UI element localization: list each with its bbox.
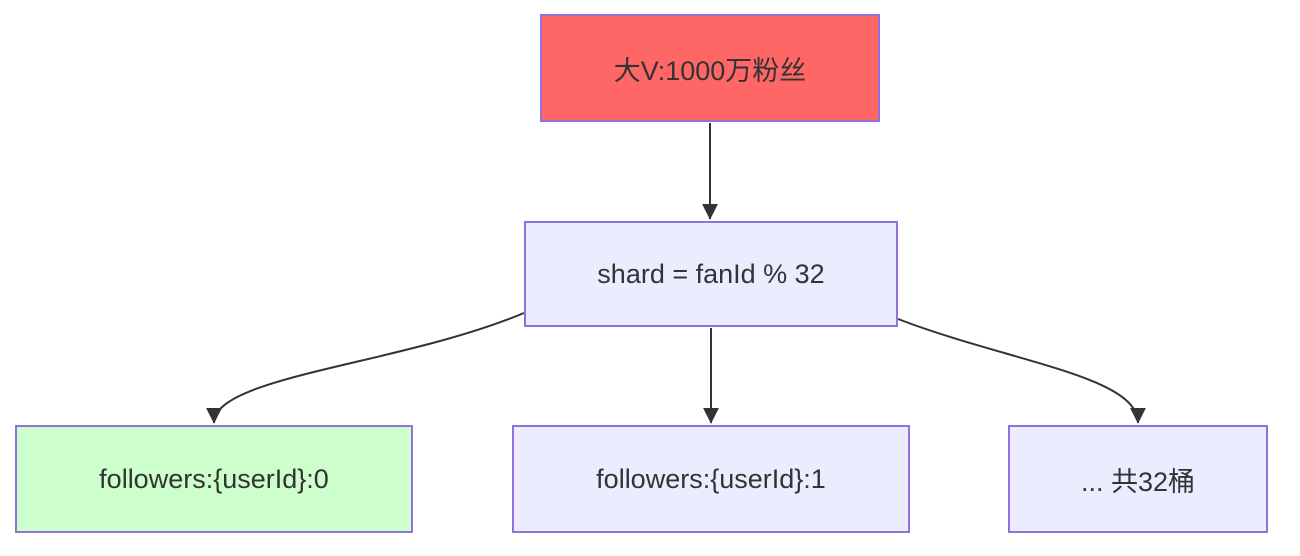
node-bucket1: followers:{userId}:1: [512, 425, 910, 533]
node-big-v: 大V:1000万粉丝: [540, 14, 880, 122]
node-bucket0: followers:{userId}:0: [15, 425, 413, 533]
node-bucket-rest-label: ... 共32桶: [1080, 466, 1196, 497]
node-shard: shard = fanId % 32: [524, 221, 898, 327]
node-bucket0-label: followers:{userId}:0: [99, 463, 329, 494]
node-big-v-label: 大V:1000万粉丝: [613, 55, 807, 86]
node-bucket-rest: ... 共32桶: [1008, 425, 1268, 533]
edge-shard-to-bucket0: [206, 312, 525, 424]
node-shard-label: shard = fanId % 32: [597, 258, 825, 289]
node-bucket1-label: followers:{userId}:1: [596, 463, 826, 494]
edge-shard-to-bucketn: [897, 318, 1146, 424]
